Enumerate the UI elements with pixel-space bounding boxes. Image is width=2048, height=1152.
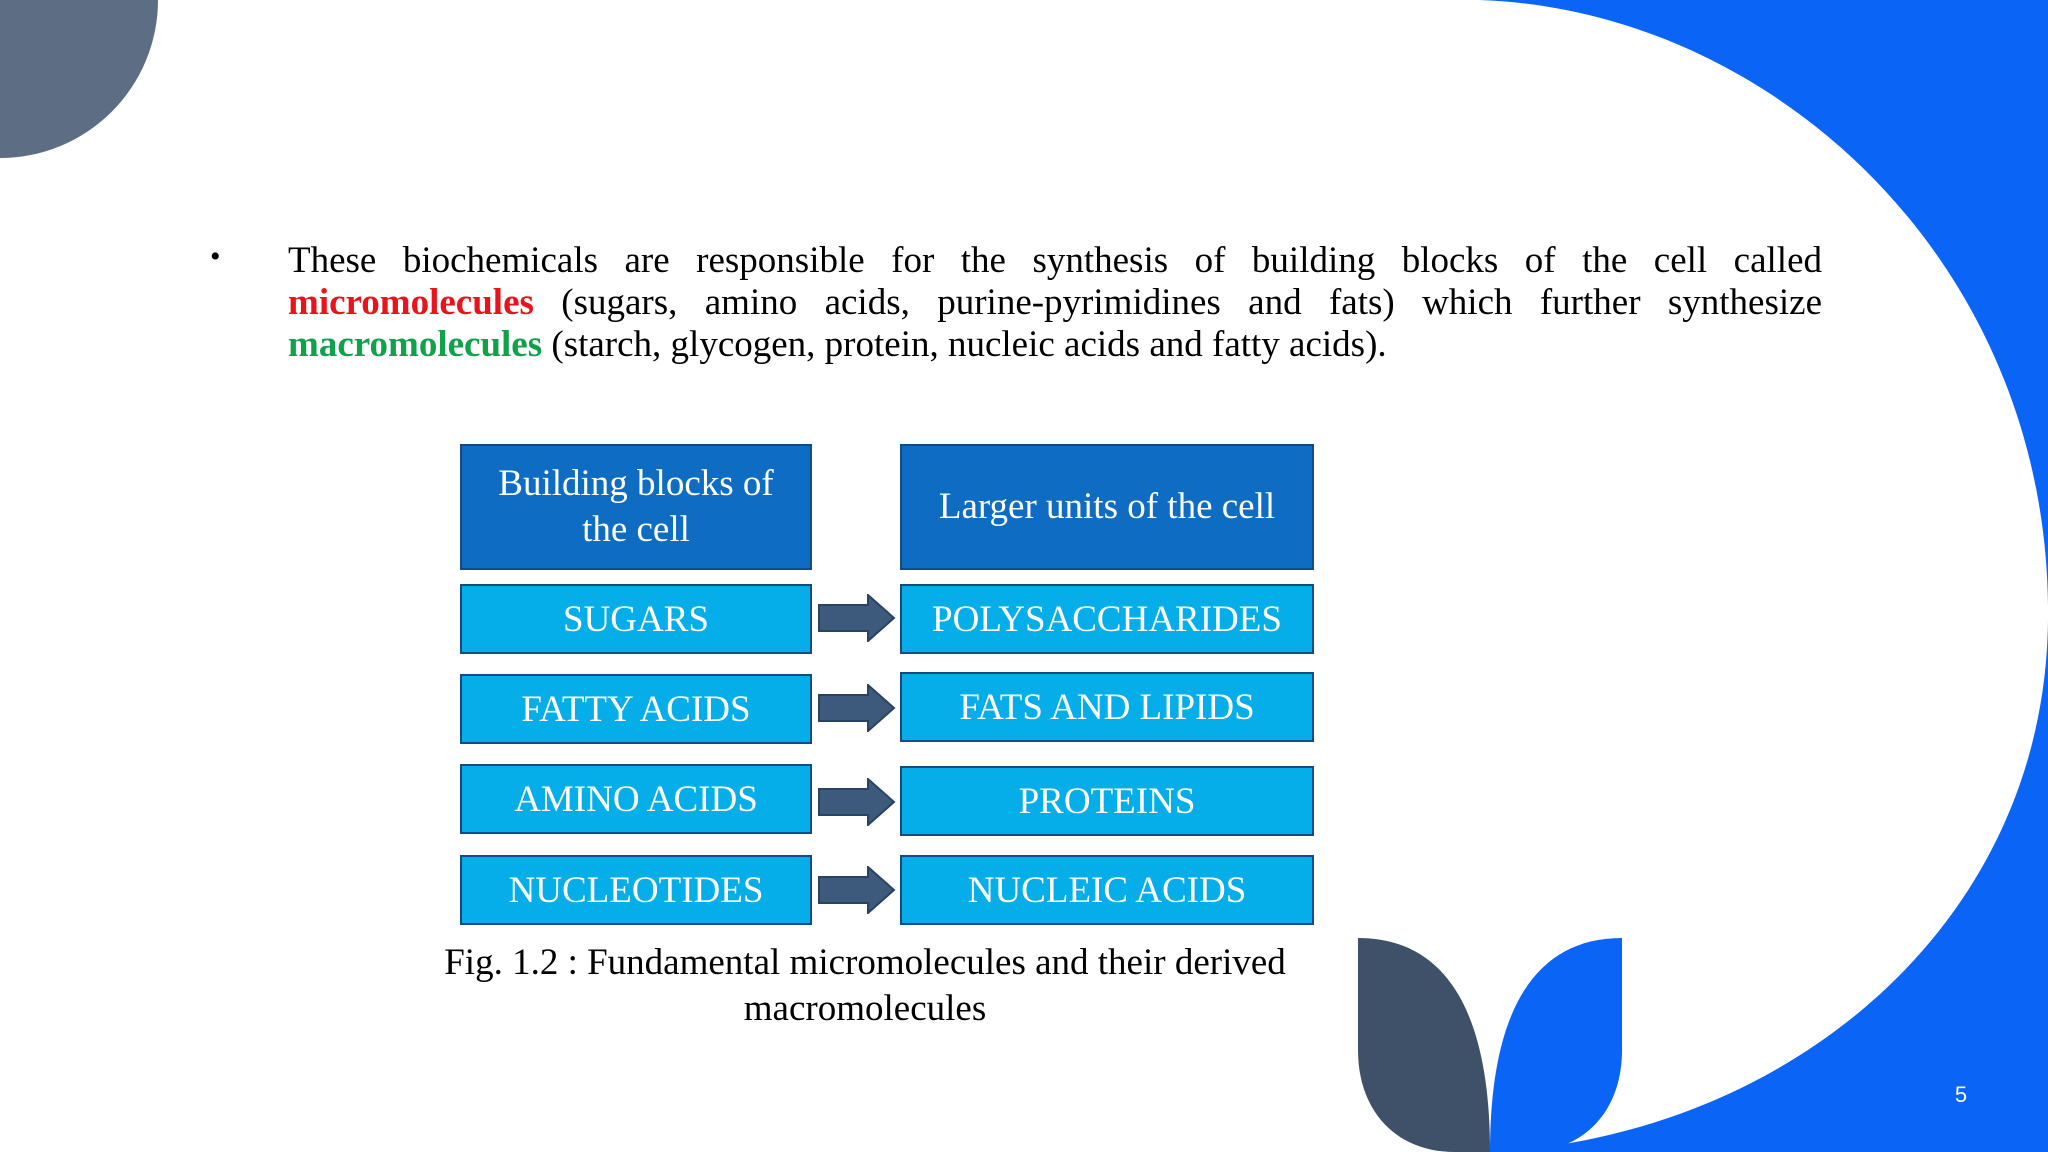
bullet-text-part2: (sugars, amino acids, purine-pyrimidines… — [533, 282, 1822, 323]
right-arrow-icon — [818, 866, 896, 914]
corner-quarter-circle-decoration — [0, 0, 158, 158]
left-item-label: SUGARS — [563, 598, 709, 640]
blue-sweep-decoration — [1445, 0, 2048, 1152]
dark-leaf-decoration — [1358, 938, 1490, 1152]
left-header-box: Building blocks of the cell — [460, 444, 812, 570]
right-item-box: FATS AND LIPIDS — [900, 672, 1314, 742]
right-arrow-icon — [818, 778, 896, 826]
right-item-box: PROTEINS — [900, 766, 1314, 836]
bullet-text: These biochemicals are responsible for t… — [288, 240, 1822, 366]
right-item-label: POLYSACCHARIDES — [932, 598, 1282, 640]
blue-leaf-decoration — [1490, 938, 1622, 1152]
left-item-label: AMINO ACIDS — [514, 778, 758, 820]
bullet-text-part1: These biochemicals are responsible for t… — [288, 240, 1822, 281]
right-item-label: NUCLEIC ACIDS — [967, 869, 1247, 911]
left-item-label: NUCLEOTIDES — [508, 869, 764, 911]
right-item-label: FATS AND LIPIDS — [959, 686, 1255, 728]
figure-caption: Fig. 1.2 : Fundamental micromolecules an… — [444, 942, 1286, 1029]
left-item-box: NUCLEOTIDES — [460, 855, 812, 925]
right-item-box: NUCLEIC ACIDS — [900, 855, 1314, 925]
left-item-box: SUGARS — [460, 584, 812, 654]
left-item-box: FATTY ACIDS — [460, 674, 812, 744]
right-arrow-icon — [818, 594, 896, 642]
keyword-macromolecules: macromolecules — [288, 324, 543, 365]
left-item-box: AMINO ACIDS — [460, 764, 812, 834]
bullet-text-part3: (starch, glycogen, protein, nucleic acid… — [542, 324, 1387, 365]
right-header-label: Larger units of the cell — [938, 486, 1276, 527]
left-item-label: FATTY ACIDS — [521, 688, 751, 730]
page-number: 5 — [1954, 1082, 1968, 1107]
left-header-label: Building blocks of the cell — [498, 463, 774, 550]
right-header-box: Larger units of the cell — [900, 444, 1314, 570]
keyword-micromolecules: micromolecules — [288, 282, 534, 323]
right-arrow-icon — [818, 684, 896, 732]
bullet-marker: • — [210, 240, 221, 273]
right-item-label: PROTEINS — [1018, 780, 1196, 822]
right-item-box: POLYSACCHARIDES — [900, 584, 1314, 654]
